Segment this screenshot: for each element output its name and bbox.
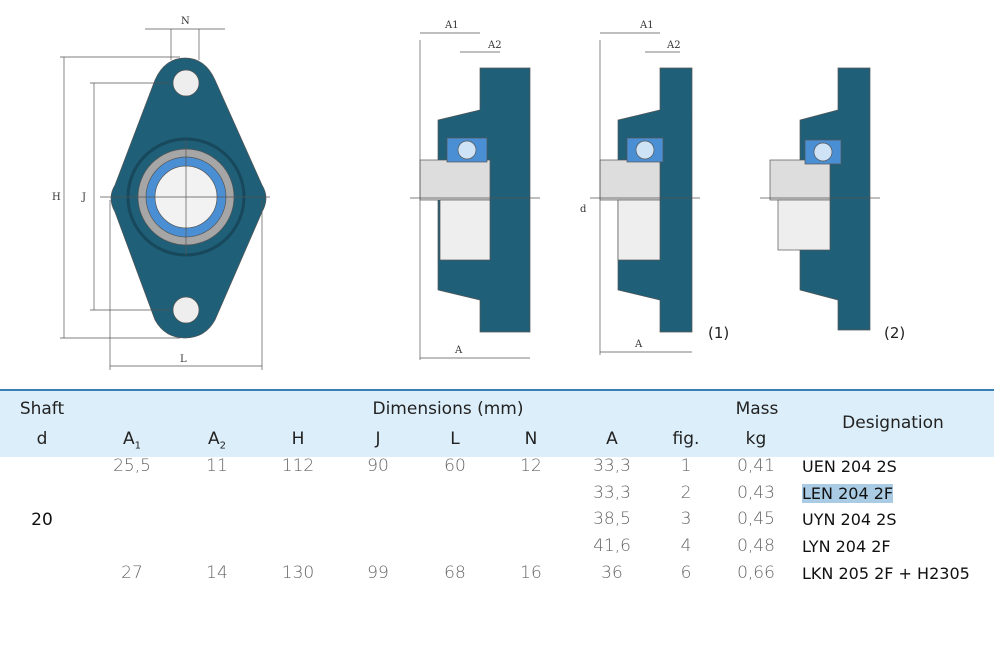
dim-label-A2: A2	[487, 40, 502, 51]
dim-label-A1: A1	[444, 20, 459, 31]
cell-h: 130	[281, 562, 315, 583]
col-a: A	[606, 429, 618, 449]
cell-a2: 11	[206, 456, 228, 476]
cell-fig: 3	[680, 509, 692, 530]
cell-a: 41,6	[593, 536, 631, 557]
cell-designation: UYN 204 2S	[802, 510, 897, 530]
front-view-drawing	[60, 28, 270, 370]
col-kg: kg	[745, 429, 767, 449]
cell-designation: LEN 204 2F	[802, 483, 894, 503]
cell-kg: 0,48	[737, 536, 775, 557]
header-designation: Designation	[842, 413, 944, 433]
header-shaft: Shaft	[19, 399, 65, 419]
cell-a: 36	[601, 562, 623, 583]
cell-kg: 0,45	[737, 509, 775, 530]
col-j: J	[375, 429, 381, 449]
cell-a1: 25,5	[113, 456, 151, 476]
figure-label-1: (1)	[708, 324, 729, 342]
cell-j: 99	[367, 562, 389, 583]
cell-fig: 2	[680, 482, 692, 503]
dim-label-d: d	[580, 204, 587, 215]
cell-a1: 27	[121, 562, 143, 583]
col-l: L	[450, 429, 460, 449]
dim-label-N: N	[181, 16, 190, 27]
col-d: d	[36, 429, 48, 449]
side-view-3-drawing	[760, 67, 880, 331]
cell-l: 68	[444, 562, 466, 583]
cell-kg: 0,43	[737, 482, 775, 503]
cell-a: 33,3	[593, 482, 631, 503]
dim-label-J: J	[81, 192, 86, 203]
col-n: N	[524, 429, 538, 449]
cell-kg: 0,66	[737, 562, 775, 583]
col-a1: A1	[122, 429, 142, 452]
cell-n: 16	[520, 562, 542, 583]
table-header: Shaft Dimensions (mm) Mass Designation d…	[0, 389, 994, 457]
side-view-1-drawing	[410, 32, 540, 360]
dim-label-L: L	[180, 354, 187, 365]
cell-a2: 14	[206, 562, 228, 583]
cell-h: 112	[281, 456, 315, 476]
col-fig: fig.	[672, 429, 700, 449]
cell-kg: 0,41	[737, 456, 775, 476]
cell-designation: LKN 205 2F + H2305	[802, 563, 970, 583]
figure-label-2: (2)	[884, 324, 905, 342]
side-view-2-drawing	[590, 32, 700, 355]
cell-a: 33,3	[593, 456, 631, 476]
cell-designation: LYN 204 2F	[802, 537, 891, 557]
dim-label-A2: A2	[666, 40, 681, 51]
col-h: H	[291, 429, 305, 449]
cell-n: 12	[520, 456, 542, 476]
cell-designation: UEN 204 2S	[802, 457, 897, 476]
dim-label-A: A	[454, 345, 463, 356]
bearing-drawings: N H J L A1 A2 A A1 A2 A d (1) (2)	[52, 16, 905, 370]
shaft-diameter: 20	[31, 510, 53, 530]
cell-fig: 6	[680, 562, 692, 583]
dim-label-A: A	[634, 339, 643, 350]
header-dimensions: Dimensions (mm)	[372, 399, 524, 419]
dim-label-H: H	[52, 192, 61, 203]
col-a2: A2	[207, 429, 227, 452]
header-mass: Mass	[735, 399, 779, 419]
cell-j: 90	[367, 456, 389, 476]
dim-label-A1: A1	[639, 20, 654, 31]
cell-fig: 1	[680, 456, 692, 476]
cell-l: 60	[444, 456, 466, 476]
cell-fig: 4	[680, 536, 692, 557]
cell-a: 38,5	[593, 509, 631, 530]
